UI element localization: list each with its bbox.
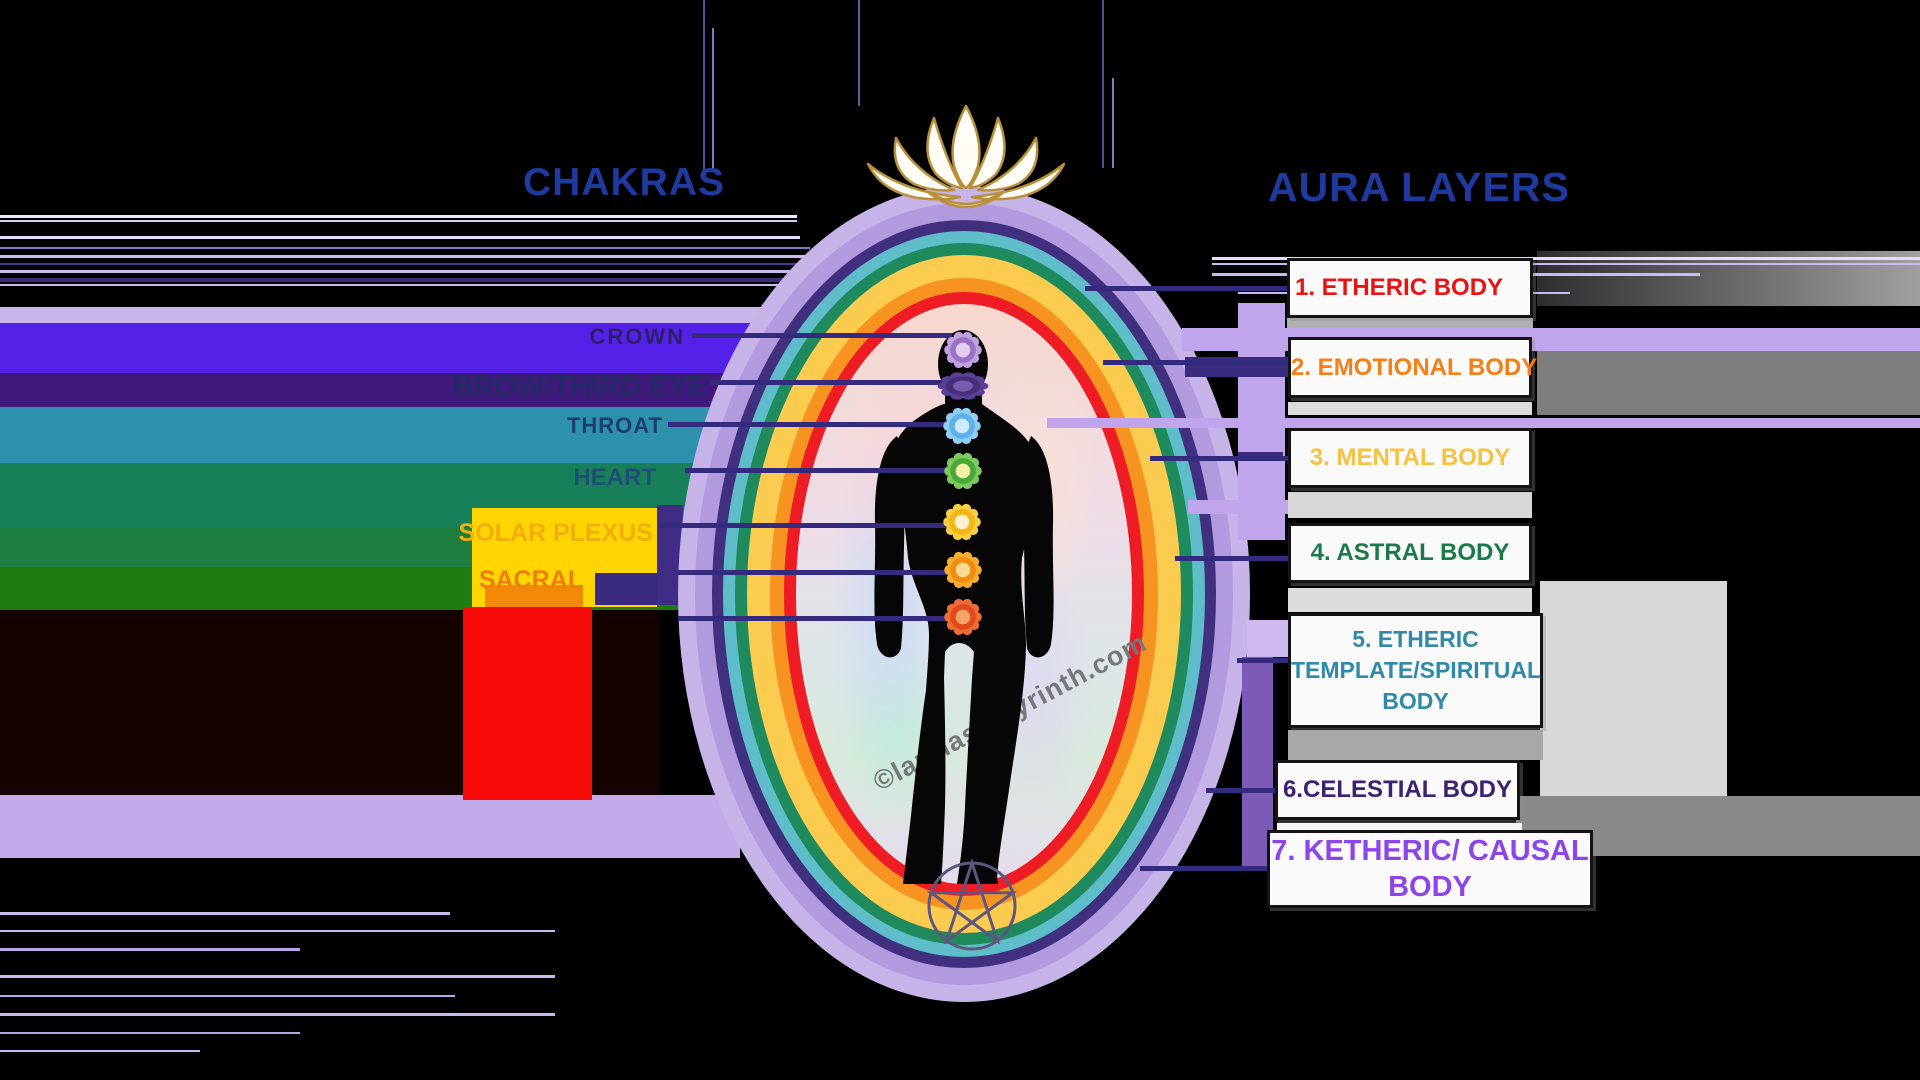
- chakra-label-heart: HEART: [573, 464, 656, 491]
- glitch-line: [0, 995, 455, 997]
- aura-box-celestial: 6.CELESTIAL BODY: [1275, 760, 1520, 820]
- glitch-bar-lavender: [1247, 620, 1288, 657]
- chakra-label-throat: THROAT: [566, 413, 663, 438]
- glitch-line: [0, 284, 822, 286]
- pentagram-icon: [926, 858, 1018, 951]
- third-eye-connector-line: [710, 380, 952, 385]
- glitch-line: [0, 278, 820, 282]
- aura-box-etheric-template: 5. ETHERIC TEMPLATE/SPIRITUAL BODY: [1288, 613, 1543, 728]
- glitch-strip: [1288, 730, 1543, 760]
- glitch-line: [0, 1032, 300, 1034]
- root-chakra-icon: [941, 595, 985, 639]
- aura-box-celestial-label: 6.CELESTIAL BODY: [1283, 776, 1512, 803]
- glitch-strip: [1288, 492, 1532, 518]
- glitch-line: [0, 948, 300, 951]
- aura-box-etheric-template-label: 5. ETHERIC TEMPLATE/SPIRITUAL BODY: [1291, 625, 1542, 715]
- glitch-strip: [1288, 588, 1532, 612]
- aura-box-ketheric-label: 7. KETHERIC/ CAUSAL BODY: [1271, 834, 1589, 903]
- aura-box-astral: 4. ASTRAL BODY: [1288, 523, 1532, 583]
- glitch-block-gray: [1540, 581, 1727, 796]
- glitch-line: [0, 263, 815, 265]
- chakra-label-brow: BROW/THIRD EYE: [452, 371, 707, 403]
- etheric-template-connector-line: [1237, 658, 1288, 663]
- glitch-streak: [712, 28, 714, 170]
- aura-layers-title: AURA LAYERS: [1268, 164, 1570, 210]
- sacral-chakra-icon: [941, 548, 985, 592]
- glitch-streak: [703, 0, 705, 170]
- glitch-strip: [1277, 823, 1522, 830]
- throat-connector-line: [668, 422, 952, 427]
- glitch-line: [0, 236, 800, 239]
- glitch-band: [0, 373, 756, 407]
- chakra-label-solar-plexus: SOLAR PLEXUS: [458, 519, 653, 547]
- glitch-band: [0, 407, 744, 463]
- glitch-band: [0, 795, 740, 858]
- glitch-block-indigo: [595, 573, 657, 605]
- aura-box-mental-label: 3. MENTAL BODY: [1309, 444, 1511, 471]
- heart-chakra-icon: [941, 449, 985, 493]
- glitch-streak: [1112, 78, 1114, 168]
- glitch-line: [0, 215, 797, 218]
- glitch-band-lavender: [1047, 418, 1920, 428]
- crown-chakra-icon: [941, 328, 985, 372]
- ketheric-body-connector-line: [1140, 866, 1267, 871]
- solar-plexus-connector-line: [658, 523, 952, 528]
- chakra-label-sacral: SACRAL: [478, 566, 583, 594]
- glitch-line: [1212, 263, 1920, 265]
- lotus-icon: [866, 104, 1066, 209]
- glitch-band-gray: [1537, 251, 1920, 306]
- aura-box-emotional: 2. EMOTIONAL BODY: [1288, 337, 1538, 398]
- chakras-title: CHAKRAS: [523, 161, 725, 204]
- glitch-block-red: [463, 607, 592, 800]
- glitch-band: [0, 323, 762, 373]
- chakra-label-crown: CROWN: [589, 324, 685, 349]
- celestial-body-connector-line: [1206, 788, 1275, 793]
- glitch-bar-lavender: [1238, 303, 1285, 540]
- glitch-strip: [1288, 402, 1532, 415]
- aura-box-emotional-label: 2. EMOTIONAL BODY: [1291, 353, 1538, 381]
- astral-body-connector-line: [1175, 556, 1288, 561]
- sacral-connector-line: [678, 570, 952, 575]
- solar-plexus-chakra-icon: [940, 500, 984, 544]
- crown-connector-line: [692, 333, 952, 338]
- glitch-band: [0, 307, 768, 323]
- glitch-line: [0, 255, 812, 258]
- third-eye-chakra-icon: [933, 370, 992, 403]
- glitch-line: [0, 912, 450, 915]
- throat-chakra-icon: [940, 404, 984, 448]
- glitch-strip: [1287, 318, 1533, 328]
- glitch-line: [0, 930, 555, 932]
- aura-box-ketheric: 7. KETHERIC/ CAUSAL BODY: [1267, 830, 1593, 908]
- etheric-body-connector-line: [1085, 286, 1287, 291]
- aura-box-astral-label: 4. ASTRAL BODY: [1310, 539, 1510, 566]
- root-connector-line: [678, 616, 952, 621]
- glitch-line: [0, 247, 810, 249]
- glitch-line: [0, 1013, 555, 1016]
- glitch-streak: [858, 0, 860, 106]
- heart-connector-line: [685, 468, 952, 473]
- glitch-block-orange: [485, 585, 583, 607]
- aura-box-mental: 3. MENTAL BODY: [1288, 428, 1532, 488]
- glitch-line: [1212, 257, 1920, 260]
- glitch-line: [0, 1050, 200, 1052]
- emotional-body-connector-line: [1103, 360, 1288, 365]
- glitch-streak: [1102, 0, 1104, 168]
- aura-box-etheric: 1. ETHERIC BODY: [1287, 258, 1533, 318]
- aura-box-etheric-label: 1. ETHERIC BODY: [1295, 274, 1504, 301]
- mental-body-connector-line: [1150, 456, 1288, 461]
- glitch-line: [0, 975, 555, 978]
- glitch-line: [0, 270, 818, 273]
- glitch-line: [0, 220, 797, 222]
